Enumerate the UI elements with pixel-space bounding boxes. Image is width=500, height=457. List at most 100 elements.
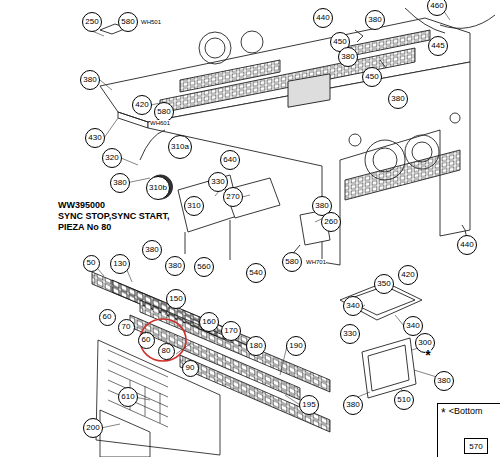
callout-number: 380	[434, 371, 454, 391]
callout-number: 640	[220, 150, 240, 170]
callout-number: 380	[388, 89, 408, 109]
callout-number: 560	[194, 257, 214, 277]
callout-number: 80	[158, 343, 175, 360]
callout-number: 380	[80, 70, 100, 90]
part-note: SYNC STOP,SYNC START,	[58, 212, 170, 222]
callout-number: 250	[82, 12, 102, 32]
callout-number-text: 540	[249, 269, 262, 277]
marker-symbol: *	[425, 348, 430, 363]
note-box: *<Bottom 570	[437, 403, 500, 457]
callout-number: 580	[282, 252, 302, 272]
callout-number: 420	[398, 265, 418, 285]
callout-number: 445	[428, 36, 448, 56]
callout-number: 310	[184, 196, 204, 216]
callout-number: 380	[343, 395, 363, 415]
callout-number-text: 270	[226, 193, 239, 201]
callout-number-text: 195	[302, 401, 315, 409]
callout-number-text: 320	[105, 154, 118, 162]
callout-number-text: 60	[103, 313, 112, 321]
callout-number-text: 440	[460, 241, 473, 249]
callout-number-text: 380	[113, 179, 126, 187]
callout-number-text: 70	[122, 323, 131, 331]
callout-number: 350	[374, 274, 394, 294]
callout-number: 190	[286, 336, 306, 356]
callout-number-text: 640	[223, 156, 236, 164]
note-text: *	[441, 406, 446, 420]
callout-number: 50	[83, 255, 100, 272]
callout-number-text: 420	[401, 271, 414, 279]
callout-number-text: 60	[142, 336, 151, 344]
callout-number: 610	[118, 387, 138, 407]
callout-number: 160	[199, 312, 219, 332]
callout-number-text: 330	[211, 178, 224, 186]
callout-number: 510	[394, 390, 414, 410]
connector-tag: WH701	[306, 259, 326, 266]
callout-number: 150	[166, 289, 186, 309]
callout-number-text: 460	[430, 2, 443, 10]
callout-number: 260	[321, 212, 341, 232]
console-panel	[100, 18, 470, 265]
callout-number: 270	[223, 187, 243, 207]
callout-number: 320	[102, 148, 122, 168]
callout-number-text: 190	[289, 342, 302, 350]
callout-number-text: 340	[406, 322, 419, 330]
callout-number-text: 560	[197, 263, 210, 271]
callout-number-text: 380	[437, 377, 450, 385]
callout-number: 200	[83, 418, 103, 438]
callout-number: 310b	[146, 176, 170, 200]
callout-number: 380	[365, 10, 385, 30]
callout-number-text: 310a	[171, 143, 189, 151]
callout-number: 540	[246, 263, 266, 283]
part-note: WW395000	[58, 201, 105, 211]
callout-number-text: 80	[162, 347, 171, 355]
callout-number: 170	[221, 321, 241, 341]
connector-tag: WH501	[141, 19, 161, 26]
callout-number: 90	[182, 360, 199, 377]
callout-number-text: 170	[224, 327, 237, 335]
callout-number-text: 310	[187, 202, 200, 210]
callout-number: 60	[138, 332, 155, 349]
callout-number-text: 260	[324, 218, 337, 226]
callout-number-text: 150	[169, 295, 182, 303]
callout-number-text: 350	[377, 280, 390, 288]
callout-number-text: 580	[285, 258, 298, 266]
callout-number-text: 340	[346, 302, 359, 310]
note-box: 570	[464, 438, 488, 454]
callout-number-text: 130	[113, 260, 126, 268]
callout-number-text: 580	[157, 108, 170, 116]
callout-number: 340	[343, 296, 363, 316]
callout-number: 180	[246, 336, 266, 356]
callout-number: 440	[457, 235, 477, 255]
highlight-ring	[140, 319, 186, 361]
callout-number: 195	[299, 395, 319, 415]
callout-number-text: 380	[341, 53, 354, 61]
callout-number: 60	[99, 309, 116, 326]
callout-number-text: 380	[168, 262, 181, 270]
callout-number-text: 580	[121, 18, 134, 26]
callout-number-text: 380	[391, 95, 404, 103]
callout-number: 460	[427, 0, 447, 16]
callout-number-text: 380	[145, 246, 158, 254]
callout-number: 380	[110, 173, 130, 193]
callout-number-text: 510	[397, 396, 410, 404]
note-text: <Bottom	[449, 406, 483, 416]
callout-number-text: 445	[431, 42, 444, 50]
callout-number: 380	[338, 47, 358, 67]
callout-number: 330	[340, 324, 360, 344]
callout-number-text: 160	[202, 318, 215, 326]
callout-number-text: 330	[343, 330, 356, 338]
callout-number-text: 440	[316, 14, 329, 22]
callout-number: 420	[132, 95, 152, 115]
callout-number-text: 300	[418, 339, 431, 347]
callout-number-text: 450	[333, 38, 346, 46]
callout-number-text: 180	[249, 342, 262, 350]
callout-number: 440	[313, 8, 333, 28]
callout-number: 580	[118, 12, 138, 32]
callout-number-text: 380	[315, 202, 328, 210]
callout-number-text: 380	[83, 76, 96, 84]
callout-number: 380	[142, 240, 162, 260]
callout-number-text: 610	[121, 393, 134, 401]
callout-number: 380	[165, 256, 185, 276]
callout-number-text: 380	[346, 401, 359, 409]
callout-number-text: 420	[135, 101, 148, 109]
